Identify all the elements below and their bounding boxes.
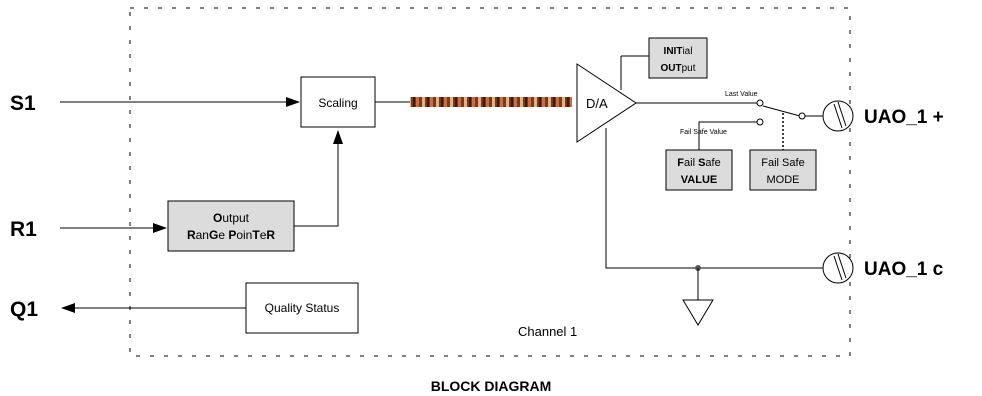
pointer-to-scaling-wire xyxy=(294,130,343,227)
scaling-label: Scaling xyxy=(318,96,357,110)
initial-output-block xyxy=(648,37,708,79)
fail-safe-value-label: Fail Safe Value xyxy=(680,129,727,136)
common-wire xyxy=(605,128,823,269)
switch-blade xyxy=(762,105,801,117)
terminal-plus-label: UAO_1 + xyxy=(864,107,944,128)
terminal-plus-screw xyxy=(833,103,843,129)
output-range-pointer-line1: Output xyxy=(213,211,250,225)
channel-boundary xyxy=(129,7,851,357)
fail-safe-mode-line1: Fail Safe xyxy=(761,157,804,169)
fail-safe-value-wire xyxy=(698,121,757,150)
fail-safe-value-contact xyxy=(756,118,764,126)
signal-r1-label: R1 xyxy=(10,218,37,241)
signal-s1-label: S1 xyxy=(10,92,36,115)
channel-label: Channel 1 xyxy=(518,324,577,339)
last-value-label: Last Value xyxy=(725,91,758,98)
initial-output-line2: OUTput xyxy=(660,63,695,74)
terminal-common-label: UAO_1 c xyxy=(864,259,944,280)
terminal-plus-screw2 xyxy=(837,101,847,127)
fail-safe-mode-line2: MODE xyxy=(767,174,800,186)
output-range-pointer-block xyxy=(167,200,295,252)
signal-q1-label: Q1 xyxy=(10,298,38,321)
da-label: D/A xyxy=(586,96,608,111)
switch-pivot xyxy=(798,112,806,120)
ground-icon xyxy=(682,299,714,326)
fail-safe-mode-block xyxy=(749,149,817,191)
last-value-contact xyxy=(756,99,764,107)
diagram-caption: BLOCK DIAGRAM xyxy=(431,378,552,394)
fail-safe-value-line2: VALUE xyxy=(681,174,717,186)
quality-status-label: Quality Status xyxy=(265,301,340,315)
da-converter xyxy=(576,63,637,143)
quality-status-block xyxy=(245,282,359,334)
terminal-common-screw2 xyxy=(837,253,847,279)
initial-output-line1: INITial xyxy=(664,46,693,57)
fail-safe-value-line1: Fail Safe xyxy=(677,157,720,169)
terminal-common-screw xyxy=(833,255,843,281)
digital-bus xyxy=(410,97,572,107)
output-range-pointer-line2: RanGe PoinTeR xyxy=(187,228,275,242)
fail-safe-value-block xyxy=(665,149,733,191)
